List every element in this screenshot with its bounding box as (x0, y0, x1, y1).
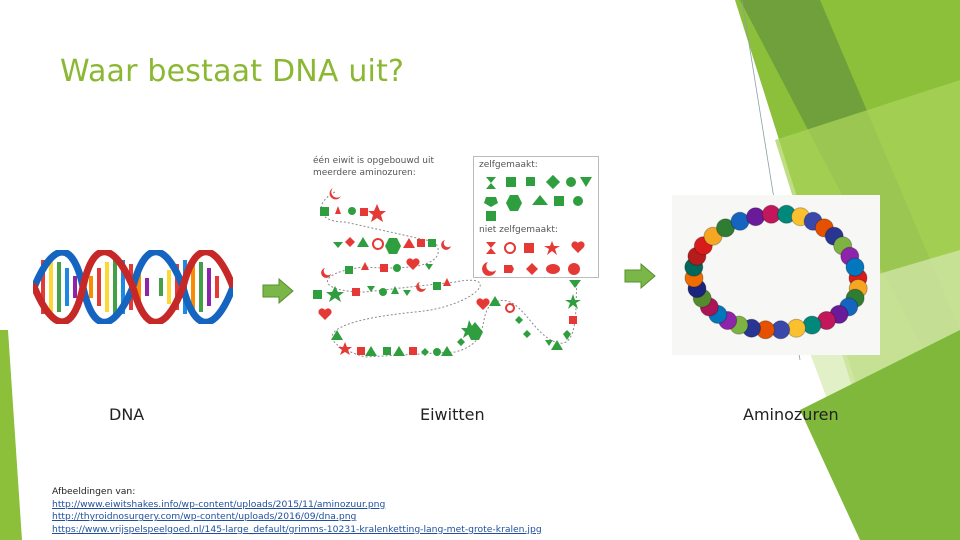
caption-dna: DNA (109, 405, 144, 424)
reference-link-aminozuur[interactable]: http://www.eiwitshakes.info/wp-content/u… (52, 499, 542, 512)
protein-figure-intro-line1: één eiwit is opgebouwd uit (313, 156, 434, 167)
deco-green-left-sliver (0, 330, 22, 540)
protein-figure: één eiwit is opgebouwd uit meerdere amin… (305, 152, 600, 367)
amino-acid-chain (305, 182, 600, 367)
caption-aminozuren: Aminozuren (743, 405, 839, 424)
bead (846, 258, 864, 276)
bead (787, 319, 805, 337)
references-heading: Afbeeldingen van: (52, 486, 542, 499)
bead-necklace-image (672, 195, 880, 355)
bead-necklace-photo (672, 195, 880, 355)
reference-link-dna[interactable]: http://thyroidnosurgery.com/wp-content/u… (52, 511, 542, 524)
reference-link-kralenketting[interactable]: https://www.vrijspelspeelgoed.nl/145-lar… (52, 524, 542, 537)
bead (747, 208, 765, 226)
arrow-right-icon (624, 263, 656, 289)
slide-title: Waar bestaat DNA uit? (60, 54, 404, 89)
image-references: Afbeeldingen van: http://www.eiwitshakes… (52, 486, 542, 536)
bead (803, 316, 821, 334)
caption-eiwitten: Eiwitten (420, 405, 485, 424)
dna-helix-image (33, 250, 233, 324)
protein-figure-intro-line2: meerdere aminozuren: (313, 168, 416, 179)
arrow-right-icon (262, 278, 294, 304)
chain-beads (313, 188, 581, 356)
